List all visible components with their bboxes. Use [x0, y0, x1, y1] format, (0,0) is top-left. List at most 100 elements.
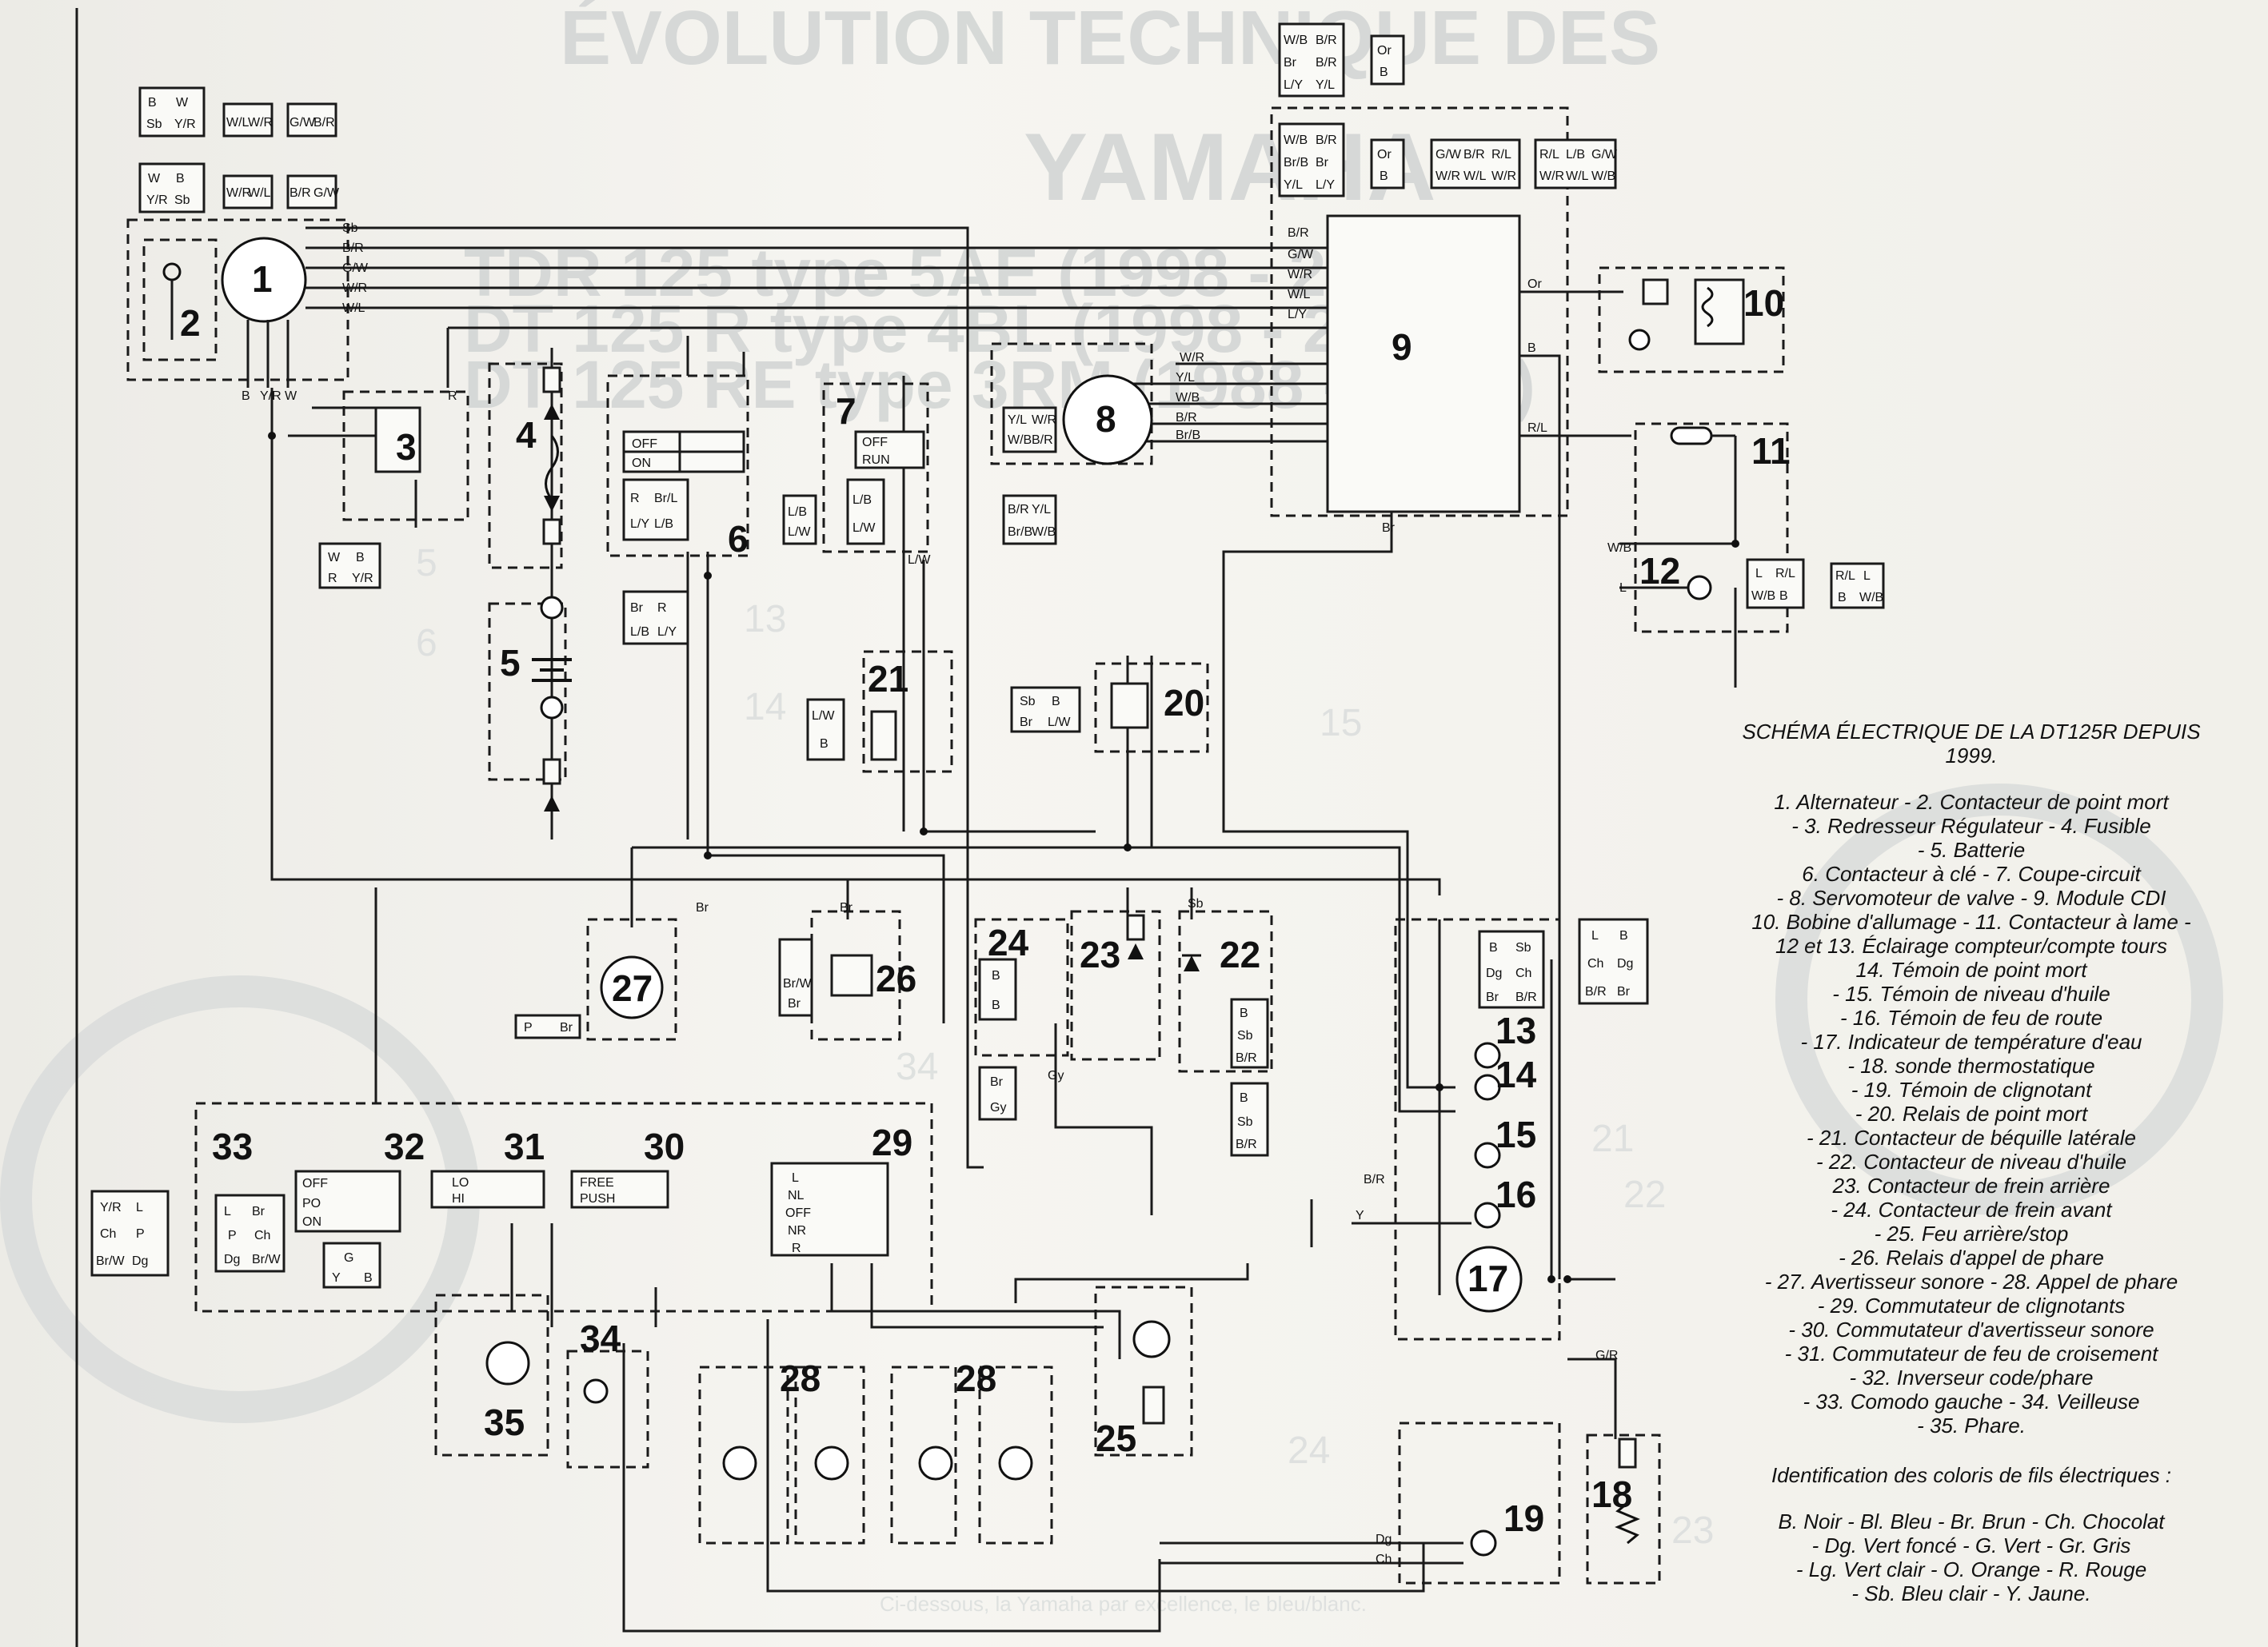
svg-text:R: R	[657, 601, 667, 615]
svg-text:G/W: G/W	[313, 186, 340, 200]
svg-text:W: W	[148, 172, 161, 185]
svg-text:Or: Or	[1377, 148, 1392, 162]
legend-line: - 21. Contacteur de béquille latérale	[1807, 1126, 2136, 1150]
key-switch-number: 6	[728, 518, 749, 560]
servo-8: 8 Y/L W/R W/B B/R B/R Y/L Br/B W/B W/R Y…	[990, 342, 1204, 545]
svg-text:Sb: Sb	[1237, 1029, 1253, 1043]
svg-text:B: B	[1380, 169, 1388, 183]
passing-light-a-number: 28	[780, 1358, 821, 1399]
svg-text:L: L	[1755, 567, 1763, 580]
alternator-number: 1	[252, 258, 273, 300]
svg-text:Sb: Sb	[146, 118, 162, 131]
svg-text:B: B	[1052, 695, 1060, 708]
misc-wire-labels: Br Br R L/W Gy Sb Dg Ch Y G/R B/R W/B L	[448, 389, 1631, 1566]
svg-text:Br: Br	[252, 1205, 266, 1218]
color-line: - Sb. Bleu clair - Y. Jaune.	[1851, 1581, 2091, 1605]
high-beam-indicator-number: 16	[1495, 1174, 1536, 1215]
svg-text:ON: ON	[302, 1215, 321, 1229]
svg-text:PUSH: PUSH	[580, 1192, 615, 1206]
svg-text:B: B	[1240, 1091, 1248, 1105]
top-left-connectors: B W Sb Y/R W/L W/R G/W B/R W B Y/R Sb W/…	[138, 86, 340, 213]
pilot-light-number: 34	[580, 1318, 621, 1359]
svg-text:L/W: L/W	[1048, 716, 1071, 729]
svg-text:W/B: W/B	[1284, 134, 1308, 147]
svg-text:Br: Br	[1382, 521, 1396, 535]
svg-text:Br: Br	[990, 1075, 1004, 1089]
svg-text:Y/R: Y/R	[352, 572, 373, 585]
watermark-footer: Ci-dessous, la Yamaha par excellence, le…	[880, 1592, 1367, 1616]
svg-text:Br/B: Br/B	[1284, 156, 1308, 169]
legend-line: - 27. Avertisseur sonore - 28. Appel de …	[1764, 1270, 2178, 1294]
svg-text:Br/L: Br/L	[654, 492, 677, 505]
svg-text:L/W: L/W	[812, 709, 835, 723]
svg-text:W/B: W/B	[1008, 433, 1032, 447]
legend-line: - 32. Inverseur code/phare	[1849, 1366, 2094, 1390]
svg-text:P: P	[524, 1021, 533, 1035]
svg-text:Sb: Sb	[174, 193, 190, 207]
svg-text:L/B: L/B	[654, 517, 673, 531]
svg-text:G/W: G/W	[342, 261, 369, 275]
svg-text:HI: HI	[452, 1192, 465, 1206]
tach-light-12: 12	[1619, 542, 1737, 688]
watermark-brand: YAMAHA	[1024, 114, 1436, 221]
svg-text:L/Y: L/Y	[1288, 308, 1307, 321]
turn-indicator-19: 19	[1398, 1422, 1561, 1585]
cdi-number: 9	[1392, 326, 1412, 368]
svg-text:B: B	[1380, 66, 1388, 79]
svg-text:L/W: L/W	[908, 553, 931, 567]
legend: SCHÉMA ÉLECTRIQUE DE LA DT125R DEPUIS 19…	[1719, 720, 2223, 1605]
svg-text:B/R: B/R	[1316, 134, 1337, 147]
svg-text:L/W: L/W	[852, 521, 876, 535]
svg-text:B/R: B/R	[1176, 411, 1197, 425]
svg-text:OFF: OFF	[862, 436, 888, 449]
legend-line: - 22. Contacteur de niveau d'huile	[1816, 1150, 2126, 1174]
svg-text:21: 21	[1591, 1118, 1634, 1160]
svg-text:L/Y: L/Y	[1284, 78, 1303, 92]
svg-text:B/R: B/R	[289, 186, 311, 200]
turn-switch-number: 29	[872, 1122, 912, 1163]
svg-text:Y/L: Y/L	[1008, 413, 1027, 427]
dimmer-number: 32	[384, 1126, 425, 1167]
svg-text:Sb: Sb	[1237, 1115, 1253, 1129]
legend-line: 1. Alternateur - 2. Contacteur de point …	[1774, 790, 2169, 814]
svg-text:Y/R: Y/R	[260, 389, 282, 403]
svg-text:Ch: Ch	[1515, 967, 1531, 980]
reed-switch-11: 11 L R/L W/B B R/L L B W/B	[1634, 422, 1885, 633]
headlight-35: 35	[434, 1294, 549, 1457]
tail-light-25: 25	[1094, 1286, 1193, 1459]
pilot-light-34: 34	[566, 1318, 649, 1469]
svg-text:W: W	[176, 96, 189, 110]
svg-text:B: B	[1838, 591, 1847, 604]
svg-text:Y/R: Y/R	[174, 118, 196, 131]
svg-text:B: B	[992, 999, 1000, 1012]
svg-text:Br: Br	[1617, 985, 1631, 999]
left-handlebar-switch-33: 33 L Br P Ch Dg Br/W Y/R L Ch P Br/W Dg …	[90, 1102, 933, 1313]
reed-switch-number: 11	[1751, 430, 1791, 472]
temp-gauge-number: 17	[1467, 1258, 1508, 1299]
meter-cluster: B Sb Dg Ch Br B/R L B Ch Dg B/R Br 13 14…	[1394, 918, 1649, 1341]
legend-line: 14. Témoin de point mort	[1855, 958, 2087, 982]
svg-text:B/R: B/R	[1585, 985, 1607, 999]
svg-text:Dg: Dg	[224, 1253, 240, 1266]
svg-text:Dg: Dg	[1486, 967, 1502, 980]
colors-title: Identification des coloris de fils élect…	[1771, 1463, 2172, 1487]
svg-text:Y/L: Y/L	[1284, 178, 1303, 192]
svg-text:G/W: G/W	[1288, 248, 1314, 261]
color-line: B. Noir - Bl. Bleu - Br. Brun - Ch. Choc…	[1778, 1509, 2165, 1533]
turn-switch-29: 29 L NL OFF NR R	[770, 1122, 912, 1257]
svg-text:B: B	[992, 969, 1000, 983]
legend-line: - 18. sonde thermostatique	[1847, 1054, 2095, 1078]
svg-text:R: R	[448, 389, 457, 403]
low-beam-number: 31	[504, 1126, 545, 1167]
svg-text:L: L	[224, 1205, 231, 1218]
wires	[270, 226, 1631, 1633]
svg-text:W/L: W/L	[342, 301, 365, 315]
ignition-coil-10: 10	[1598, 266, 1785, 373]
legend-line: 10. Bobine d'allumage - 11. Contacteur à…	[1751, 910, 2191, 934]
neutral-relay-number: 20	[1164, 682, 1204, 724]
svg-text:B/R: B/R	[313, 116, 335, 130]
svg-text:Ch: Ch	[100, 1227, 116, 1241]
svg-text:Sb: Sb	[1188, 897, 1204, 911]
